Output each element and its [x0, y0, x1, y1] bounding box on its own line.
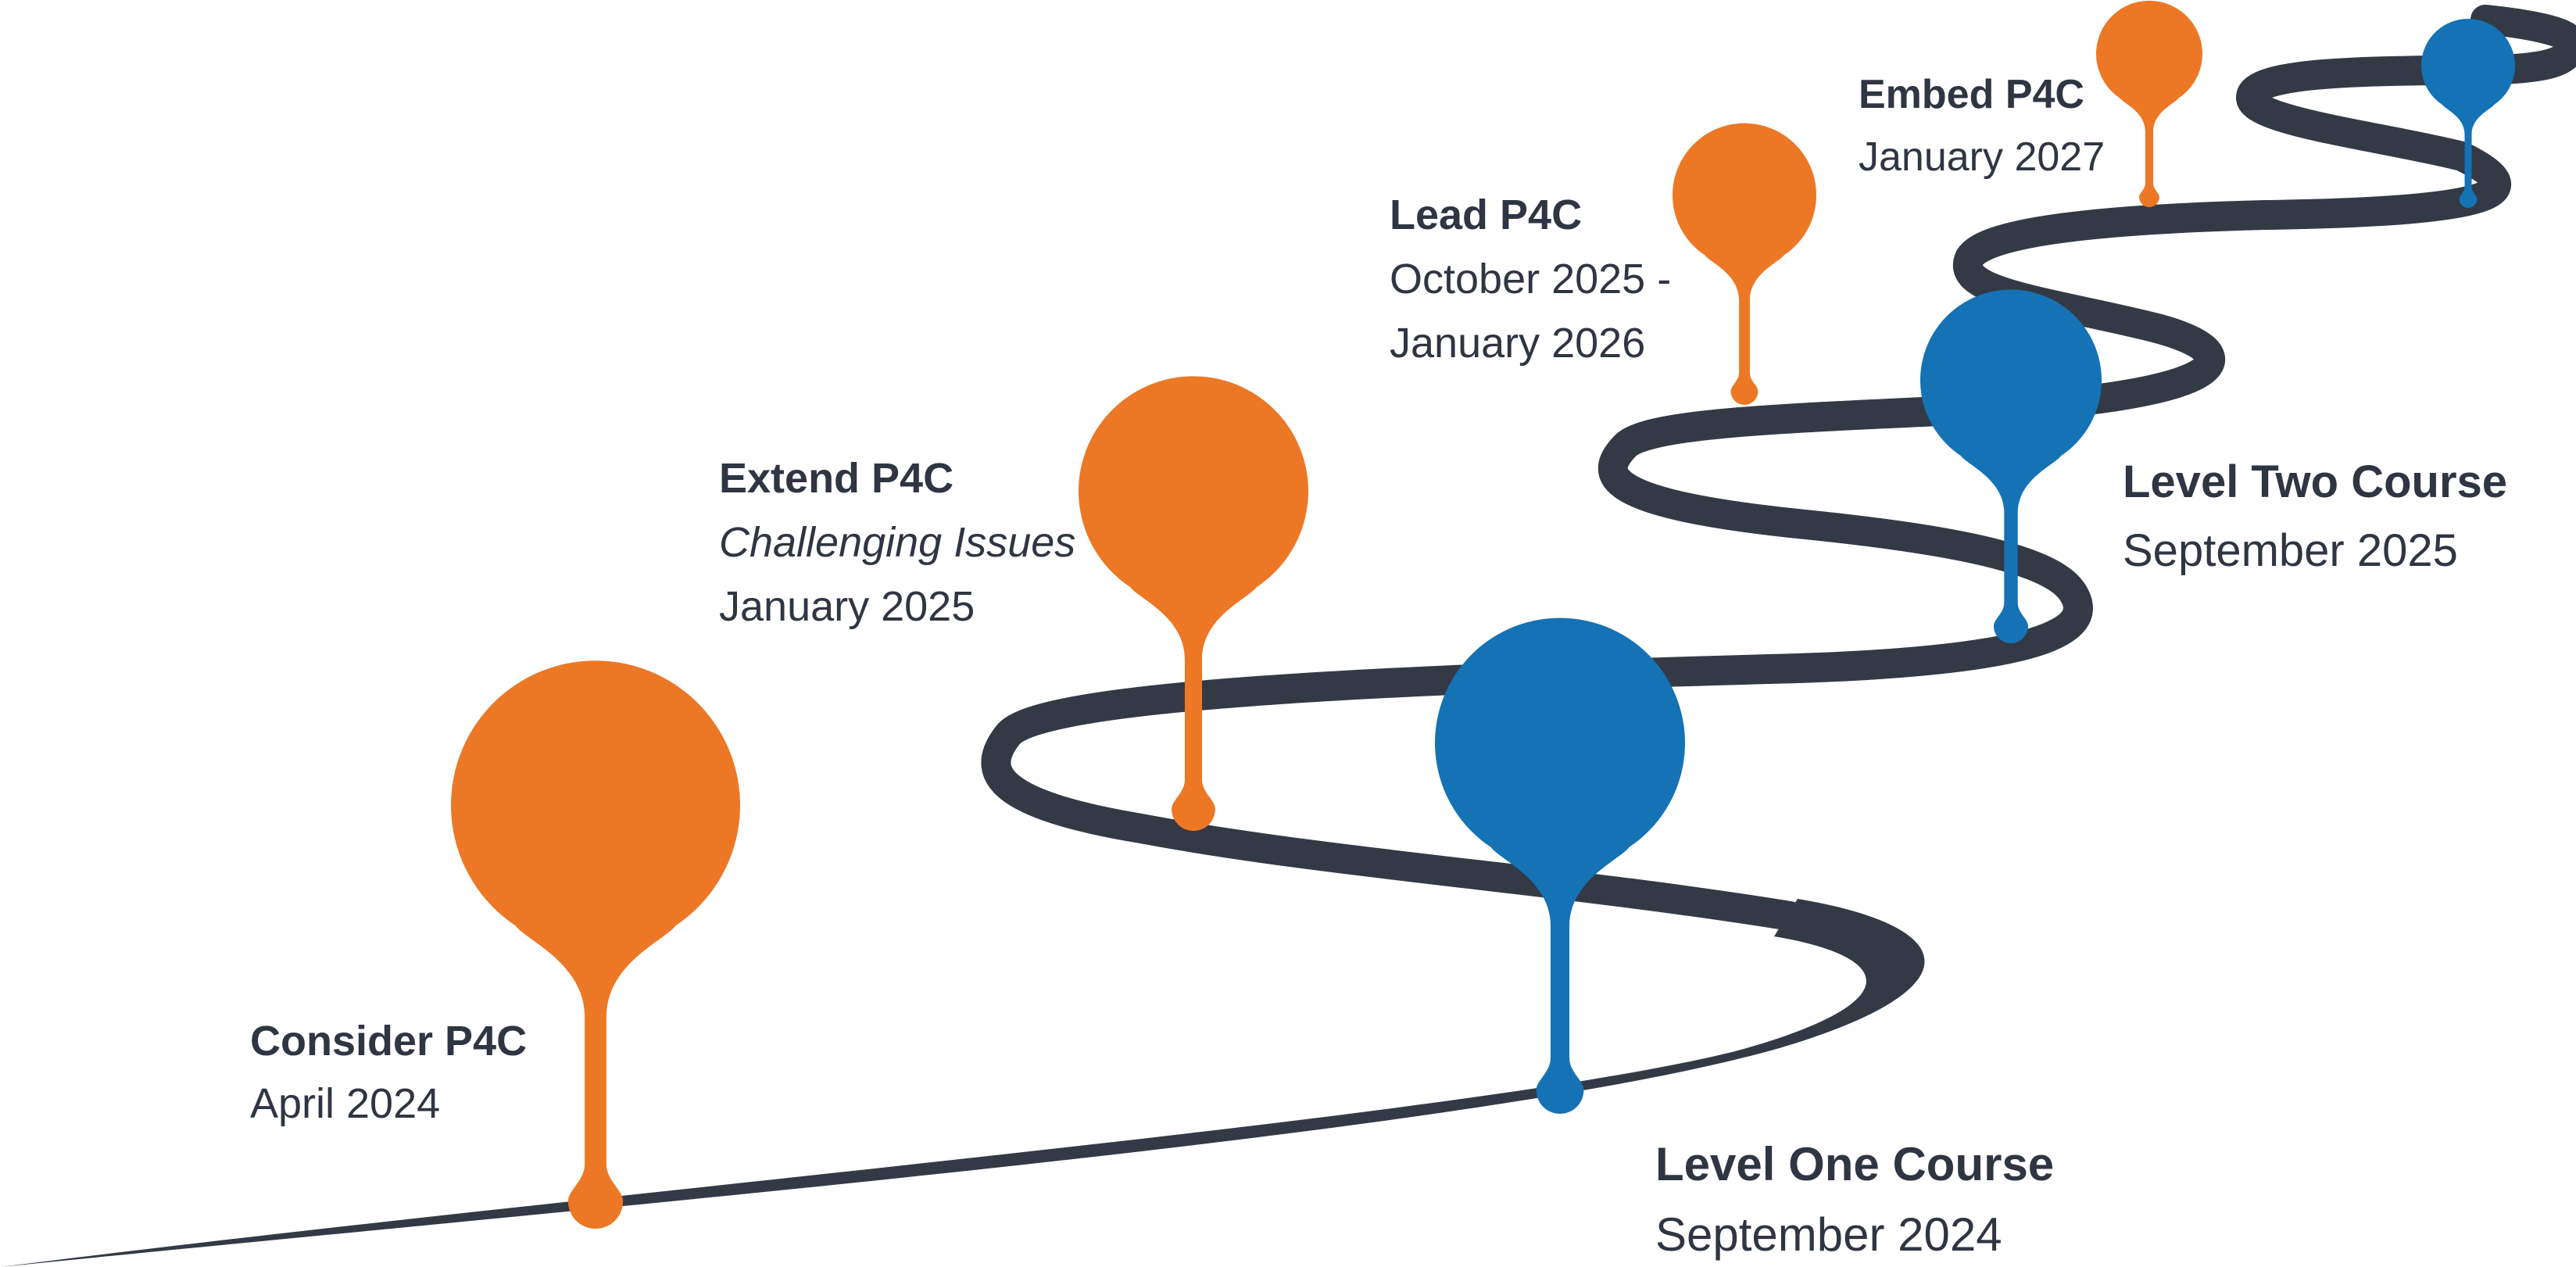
milestone-date: January 2025 — [719, 583, 975, 630]
milestone-date: April 2024 — [250, 1080, 441, 1127]
milestone-label-consider: Consider P4C April 2024 — [250, 1020, 527, 1125]
map-pin-consider-icon — [451, 660, 740, 1229]
milestone-title: Level One Course — [1655, 1138, 2055, 1190]
milestone-title: Lead P4C — [1390, 191, 1583, 238]
milestone-label-level-one: Level One Course September 2024 — [1655, 1141, 2054, 1258]
milestone-date: January 2027 — [1859, 134, 2106, 180]
map-pin-lead-icon — [1673, 123, 1816, 405]
winding-road — [0, 5, 2576, 1267]
milestone-pins — [451, 0, 2515, 1229]
milestone-label-lead: Lead P4C October 2025 - January 2026 — [1390, 194, 1671, 386]
milestone-title: Embed P4C — [1859, 72, 2084, 117]
milestone-subtitle: Challenging Issues — [719, 519, 1076, 566]
milestone-title: Extend P4C — [719, 455, 954, 502]
milestone-title: Level Two Course — [2123, 456, 2508, 507]
milestone-date: September 2025 — [2123, 525, 2458, 576]
map-pin-extend-icon — [1079, 376, 1308, 832]
map-pin-embed-icon — [2096, 0, 2202, 208]
map-pin-level-one-icon — [1435, 617, 1685, 1115]
milestone-date-start: October 2025 - — [1390, 256, 1672, 302]
road-segment-tail — [2478, 13, 2563, 38]
milestone-label-level-two: Level Two Course September 2025 — [2123, 460, 2507, 574]
milestone-label-embed: Embed P4C January 2027 — [1859, 74, 2105, 177]
milestone-label-extend: Extend P4C Challenging Issues January 20… — [719, 457, 1075, 650]
milestone-date-end: January 2026 — [1390, 320, 1646, 367]
map-pin-level-two-icon — [1920, 289, 2102, 644]
milestone-date: September 2024 — [1655, 1208, 2002, 1261]
map-pin-final-icon — [2421, 18, 2515, 209]
milestone-title: Consider P4C — [250, 1018, 528, 1065]
road-segment-winding — [981, 5, 2576, 931]
